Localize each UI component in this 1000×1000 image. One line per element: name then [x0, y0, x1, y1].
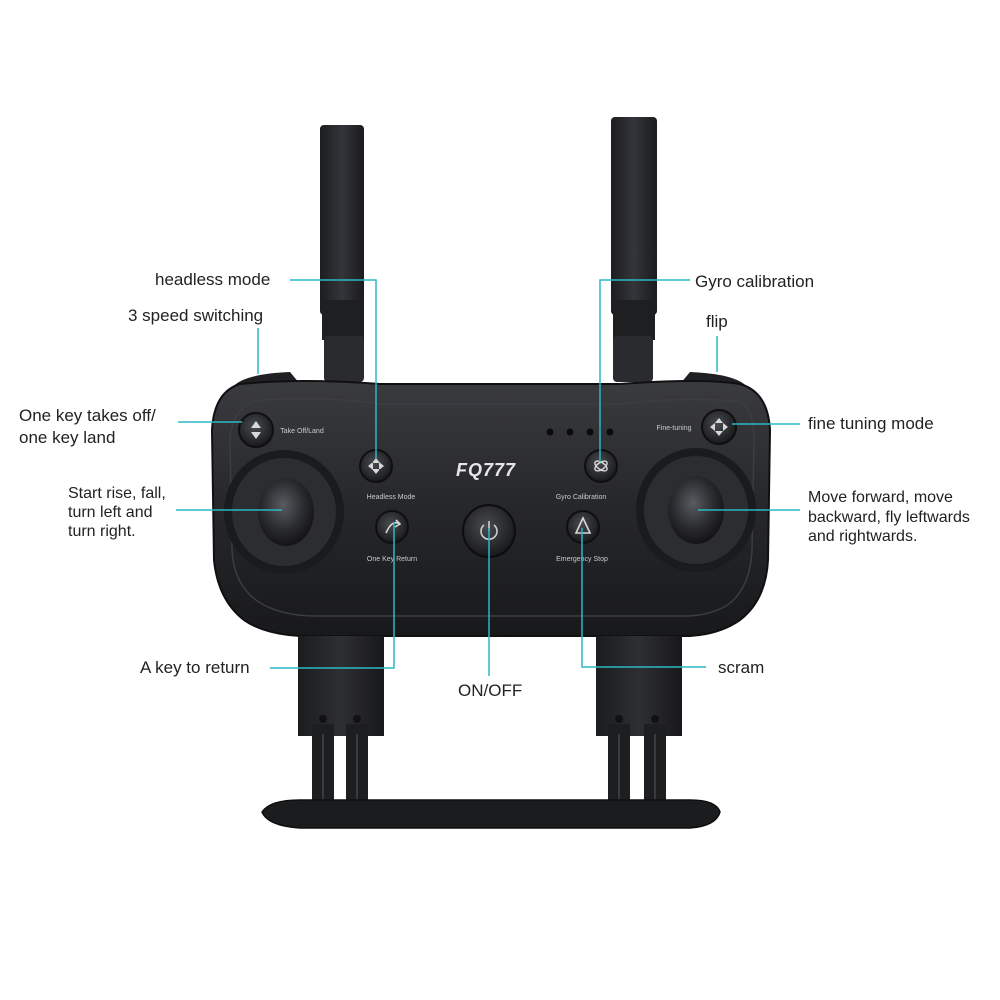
left-holder-leg	[298, 636, 384, 814]
fine-tuning-button[interactable]	[701, 409, 737, 445]
warning-triangle-icon	[574, 516, 592, 534]
callout-scram: scram	[718, 658, 765, 677]
callout-left-stick-line3: turn right.	[68, 523, 136, 540]
leader-gyro	[599, 279, 690, 462]
callout-gyro-calibration: Gyro calibration	[695, 272, 815, 291]
gyro-calibration-button[interactable]	[584, 449, 618, 483]
callout-headless-mode: headless mode	[155, 270, 271, 289]
phone-holder-base	[261, 799, 721, 829]
emergency-stop-button[interactable]	[566, 510, 600, 544]
callout-right-stick-line2: backward, fly leftwards	[808, 509, 970, 526]
leader-return	[270, 522, 395, 669]
callout-return: A key to return	[140, 658, 250, 677]
headless-mode-button[interactable]	[359, 449, 393, 483]
indicator-leds	[546, 428, 614, 436]
takeoff-land-button[interactable]	[238, 412, 274, 448]
callout-takeoff-line1: One key takes off/	[19, 406, 156, 425]
headless-mode-label: Headless Mode	[367, 494, 416, 501]
one-key-return-label: One Key Return	[367, 556, 417, 563]
callout-flip: flip	[706, 312, 728, 331]
callout-left-stick-line2: turn left and	[68, 504, 153, 521]
left-antenna	[320, 125, 364, 382]
four-arrows-icon	[710, 418, 728, 436]
return-icon	[385, 519, 402, 534]
one-key-return-button[interactable]	[375, 510, 409, 544]
controller-panel-inset	[229, 397, 755, 617]
leader-headless	[290, 279, 377, 458]
updown-arrow-icon	[251, 421, 261, 439]
callout-fine-tuning: fine tuning mode	[808, 414, 934, 433]
callout-right-stick-line3: and rightwards.	[808, 528, 918, 545]
brand-logo: FQ777	[456, 460, 516, 480]
takeoff-land-label: Take Off/Land	[280, 428, 324, 435]
right-joystick[interactable]	[636, 448, 756, 572]
gyro-icon	[594, 460, 608, 472]
callout-left-stick-line1: Start rise, fall,	[68, 485, 166, 502]
headless-arrows-icon	[368, 458, 384, 474]
fine-tuning-label: Fine-tuning	[656, 425, 691, 432]
gyro-calibration-label: Gyro Calibration	[556, 494, 607, 501]
callout-right-stick-line1: Move forward, move	[808, 489, 953, 506]
callout-speed-switching: 3 speed switching	[128, 306, 264, 325]
leader-lines	[176, 279, 800, 676]
right-antenna	[611, 117, 657, 382]
left-joystick[interactable]	[224, 450, 344, 574]
leader-scram	[581, 528, 706, 668]
callout-takeoff-line2: one key land	[19, 428, 116, 447]
right-holder-leg	[596, 636, 682, 814]
callout-power: ON/OFF	[458, 681, 523, 700]
